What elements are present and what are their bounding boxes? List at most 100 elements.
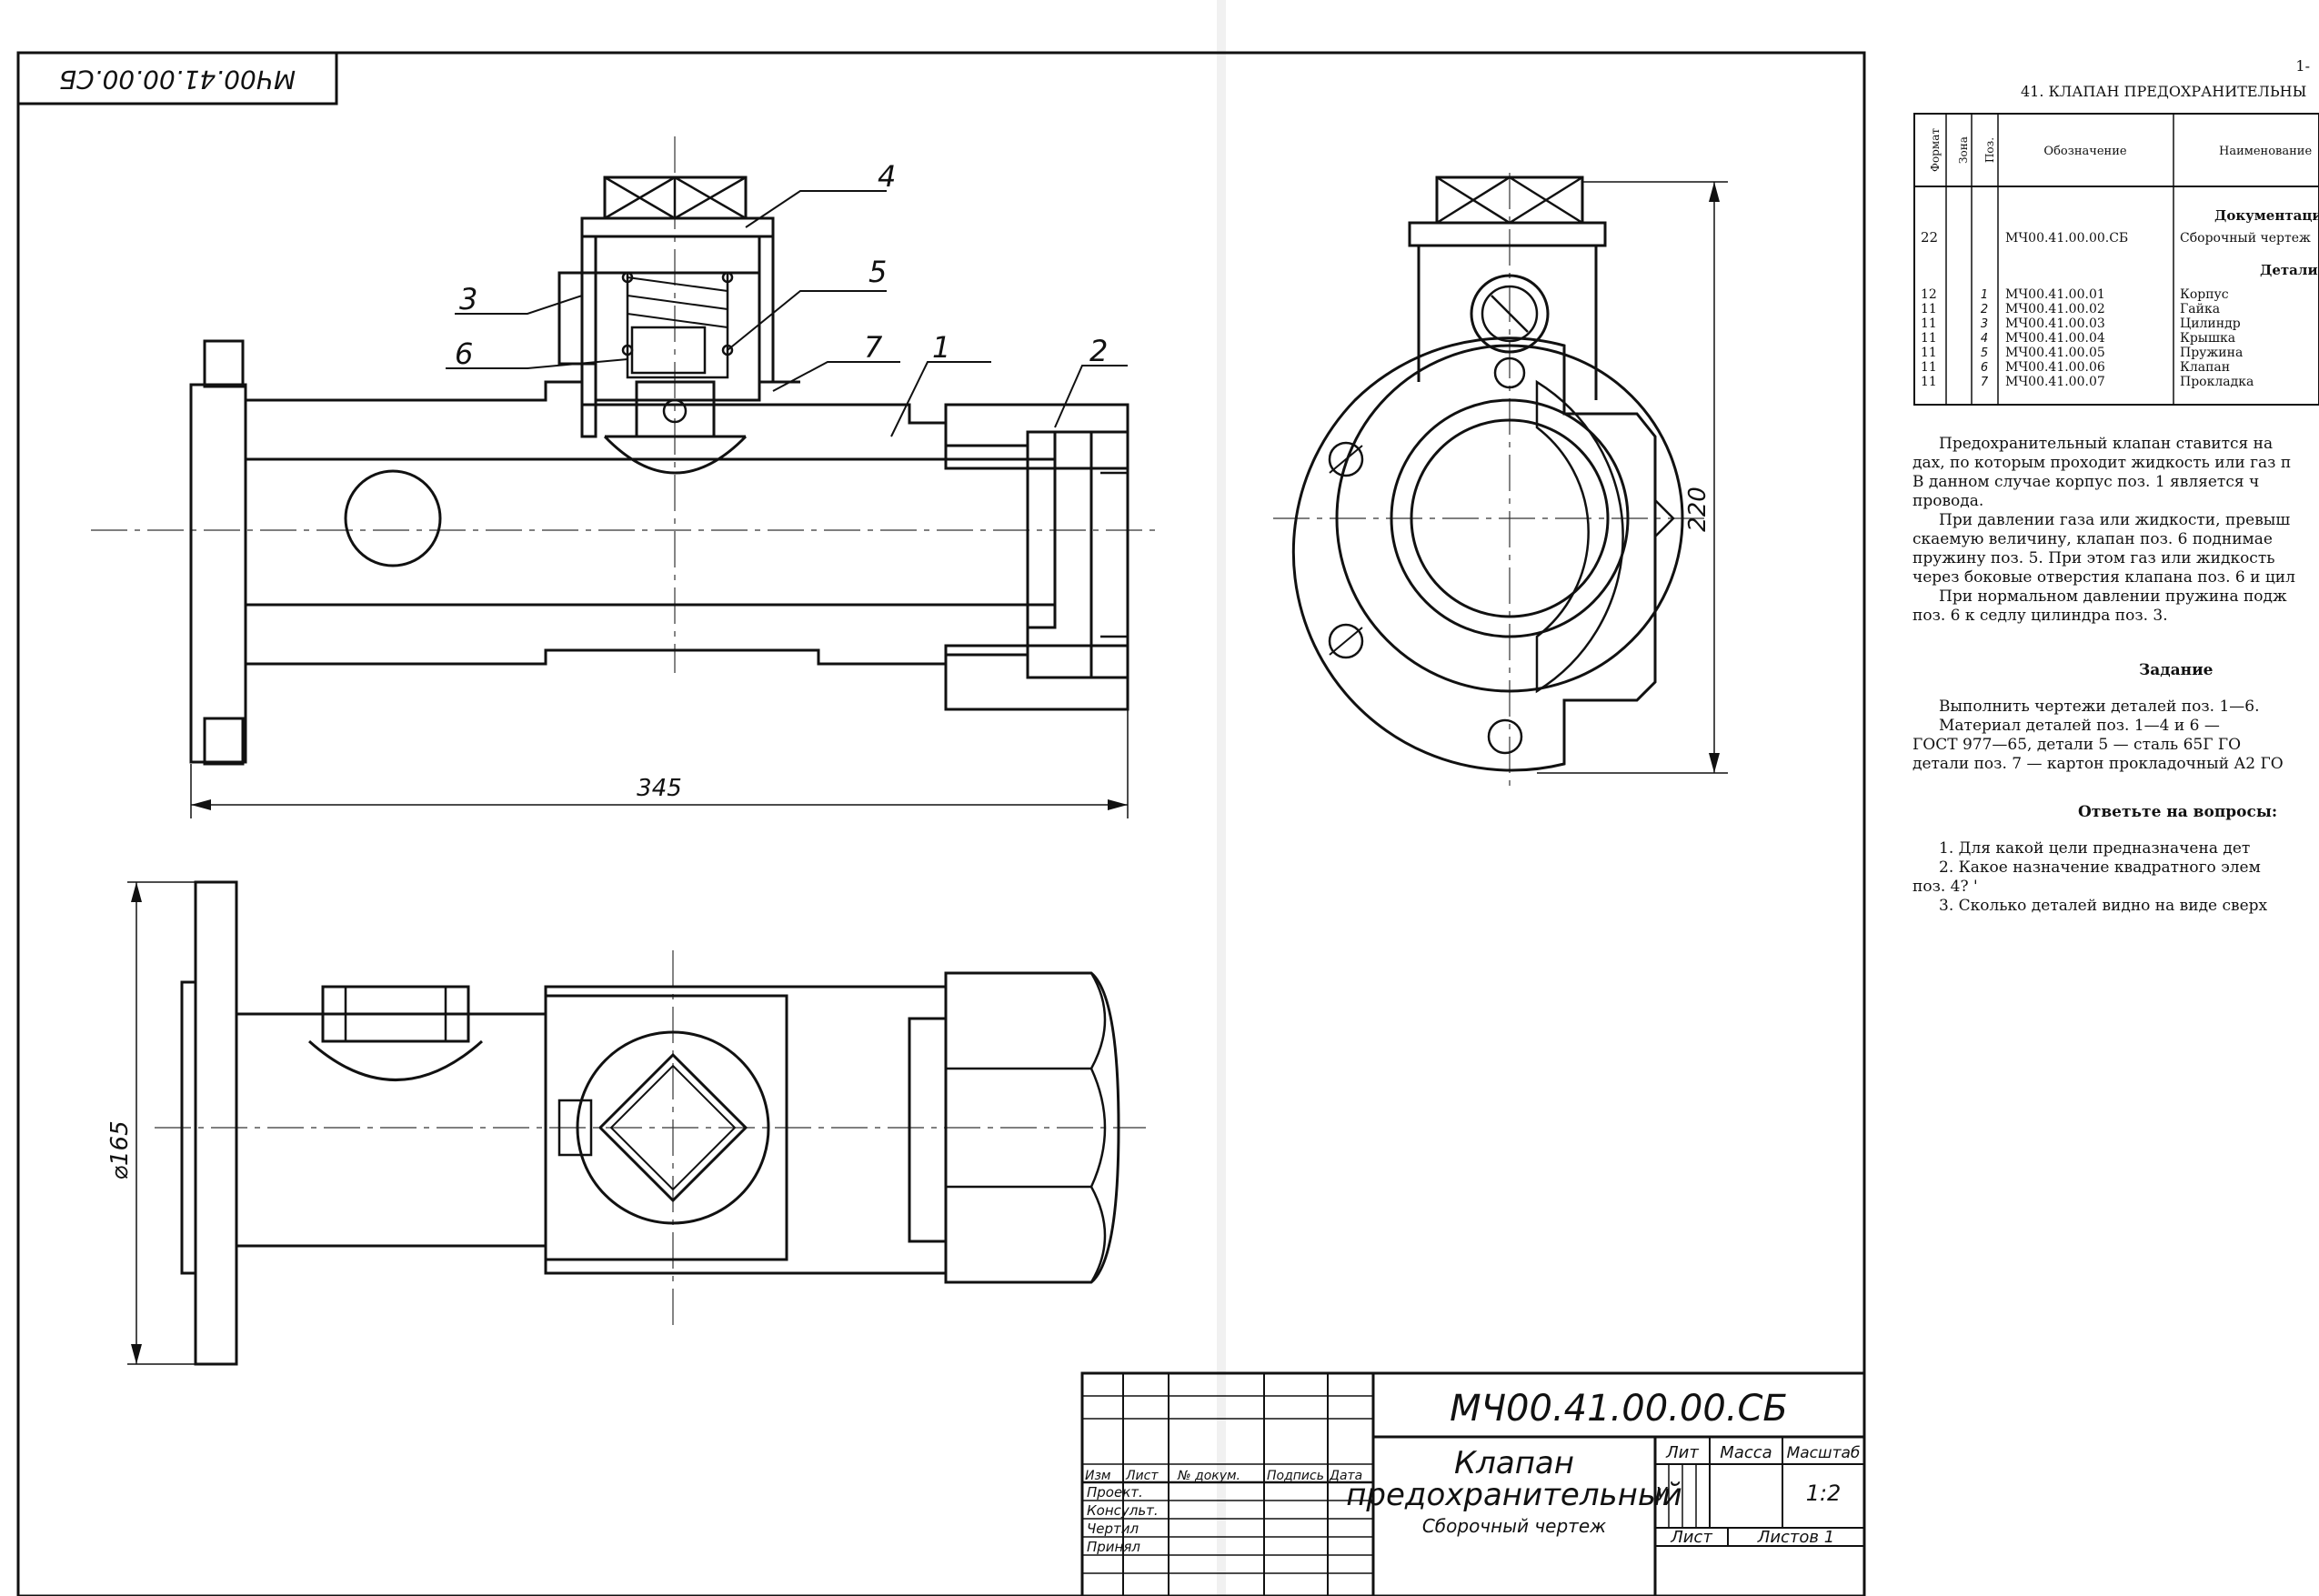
- diameter-dimension: ⌀165: [106, 1120, 134, 1179]
- text-line: ГОСТ 977—65, детали 5 — сталь 65Г ГО: [1912, 736, 2241, 754]
- spec-page: 1- 41. КЛАПАН ПРЕДОХРАНИТЕЛЬНЫ Формат Зо…: [1912, 57, 2319, 915]
- spec-rows: 12 1 МЧ00.41.00.01 Корпус 11 2 МЧ00.41.0…: [1921, 287, 2254, 389]
- page-mark: 1-: [2295, 57, 2310, 75]
- role-project: Проект.: [1087, 1484, 1143, 1501]
- row-format: 11: [1921, 302, 1937, 316]
- height-dimension: 220: [1684, 487, 1712, 532]
- table-row: 12 1 МЧ00.41.00.01 Корпус: [1921, 287, 2229, 302]
- title-line-3: Сборочный чертеж: [1422, 1515, 1606, 1537]
- row-name: Клапан: [2180, 360, 2230, 375]
- text-line: Выполнить чертежи деталей поз. 1—6.: [1939, 698, 2259, 716]
- col-name: Наименование: [2219, 145, 2312, 158]
- table-row: 11 6 МЧ00.41.00.06 Клапан: [1921, 360, 2230, 375]
- row-format: 11: [1921, 331, 1937, 346]
- hdr-list: Лист: [1125, 1469, 1159, 1483]
- row-name: Гайка: [2180, 302, 2220, 316]
- page-fold: [1217, 0, 1226, 1596]
- doc-row-designation: МЧ00.41.00.00.СБ: [2005, 231, 2128, 246]
- role-consult: Консульт.: [1087, 1502, 1159, 1519]
- description-paragraph-3: При нормальном давлении пружина подж поз…: [1912, 587, 2287, 625]
- row-pos: 4: [1981, 332, 1988, 346]
- title-line-2: предохранительный: [1346, 1477, 1682, 1513]
- text-line: через боковые отверстия клапана поз. 6 и…: [1912, 568, 2295, 587]
- pos-2-label: 2: [1089, 334, 1108, 368]
- list-item: 3. Сколько деталей видно на виде сверх: [1939, 897, 2268, 915]
- doc-row-name: Сборочный чертеж: [2180, 231, 2311, 246]
- mass-label: Масса: [1720, 1443, 1772, 1462]
- drawing-frame: МЧ00.41.00.00.СБ: [16, 51, 1866, 1596]
- task-heading: Задание: [2139, 661, 2214, 679]
- description-paragraph-2: При давлении газа или жидкости, превыш с…: [1912, 511, 2295, 587]
- text-line: детали поз. 7 — картон прокладочный А2 Г…: [1912, 755, 2284, 773]
- pos-5-label: 5: [868, 255, 887, 289]
- row-designation: МЧ00.41.00.05: [2005, 346, 2105, 360]
- table-row: 11 3 МЧ00.41.00.03 Цилиндр: [1921, 316, 2241, 331]
- title-block: МЧ00.41.00.00.СБ Клапан предохранительны…: [1080, 1371, 1866, 1596]
- row-name: Крышка: [2180, 331, 2235, 346]
- description-paragraph-1: Предохранительный клапан ставится на дах…: [1912, 435, 2291, 510]
- row-format: 12: [1921, 287, 1937, 302]
- title-line-1: Клапан: [1454, 1445, 1574, 1481]
- hdr-sign: Подпись: [1267, 1469, 1324, 1483]
- role-accepted: Принял: [1087, 1539, 1140, 1555]
- row-pos: 5: [1981, 346, 1988, 360]
- text-line: скаемую величину, клапан поз. 6 поднимае: [1912, 530, 2273, 548]
- top-view: ⌀165: [106, 880, 1146, 1366]
- lit-value: У: [1656, 1483, 1669, 1505]
- text-line: дах, по которым проходит жидкость или га…: [1912, 454, 2291, 472]
- col-format: Формат: [1929, 128, 1942, 172]
- spec-heading: 41. КЛАПАН ПРЕДОХРАНИТЕЛЬНЫ: [2021, 83, 2306, 100]
- table-row: 11 4 МЧ00.41.00.04 Крышка: [1921, 331, 2235, 346]
- scale-value: 1:2: [1806, 1481, 1842, 1506]
- sheet-label: Лист: [1670, 1528, 1712, 1547]
- list-item: поз. 4? ': [1912, 878, 1978, 896]
- scale-label: Масштаб: [1787, 1444, 1861, 1462]
- sheets-label: Листов 1: [1757, 1528, 1834, 1547]
- role-drew: Чертил: [1087, 1521, 1139, 1537]
- table-row: 11 5 МЧ00.41.00.05 Пружина: [1921, 346, 2243, 360]
- section-docs: Документация: [2214, 207, 2319, 224]
- row-designation: МЧ00.41.00.04: [2005, 331, 2105, 346]
- front-section-view: 4 3 5 6 7 1 2 345: [91, 136, 1155, 818]
- text-line: При давлении газа или жидкости, превыш: [1939, 511, 2290, 529]
- list-item: 1. Для какой цели предназначена дет: [1939, 839, 2250, 858]
- text-line: При нормальном давлении пружина подж: [1939, 587, 2287, 606]
- table-row: 11 7 МЧ00.41.00.07 Прокладка: [1921, 375, 2254, 389]
- list-item: 2. Какое назначение квадратного элем: [1939, 858, 2261, 877]
- section-parts: Детали: [2260, 262, 2318, 278]
- row-format: 11: [1921, 360, 1937, 375]
- row-designation: МЧ00.41.00.02: [2005, 302, 2105, 316]
- pos-6-label: 6: [455, 336, 473, 371]
- row-designation: МЧ00.41.00.07: [2005, 375, 2105, 389]
- row-name: Корпус: [2180, 287, 2229, 302]
- questions-heading: Ответьте на вопросы:: [2078, 803, 2277, 821]
- pos-4-label: 4: [878, 159, 896, 194]
- row-designation: МЧ00.41.00.06: [2005, 360, 2105, 375]
- text-line: Предохранительный клапан ставится на: [1939, 435, 2273, 453]
- hdr-date: Дата: [1329, 1469, 1362, 1483]
- pos-7-label: 7: [864, 330, 883, 365]
- table-row: 11 2 МЧ00.41.00.02 Гайка: [1921, 302, 2220, 316]
- doc-row-format: 22: [1921, 229, 1938, 246]
- pos-1-label: 1: [932, 330, 950, 365]
- text-line: провода.: [1912, 492, 1983, 510]
- row-format: 11: [1921, 346, 1937, 360]
- questions-list: 1. Для какой цели предназначена дет 2. К…: [1912, 839, 2268, 915]
- row-pos: 6: [1981, 361, 1988, 375]
- text-line: поз. 6 к седлу цилиндра поз. 3.: [1912, 607, 2168, 625]
- lit-label: Лит: [1665, 1443, 1699, 1462]
- row-name: Цилиндр: [2180, 316, 2241, 331]
- side-view: 220: [1273, 173, 1728, 791]
- row-pos: 1: [1981, 288, 1988, 302]
- col-designation: Обозначение: [2043, 145, 2126, 158]
- length-dimension: 345: [637, 775, 682, 802]
- text-line: пружину поз. 5. При этом газ или жидкост…: [1912, 549, 2274, 567]
- row-name: Пружина: [2180, 346, 2243, 360]
- hdr-doc: № докум.: [1177, 1469, 1240, 1483]
- text-line: В данном случае корпус поз. 1 является ч: [1912, 473, 2259, 491]
- row-pos: 7: [1981, 376, 1989, 389]
- row-pos: 2: [1981, 303, 1988, 316]
- col-pos: Поз.: [1983, 137, 1996, 163]
- row-designation: МЧ00.41.00.03: [2005, 316, 2105, 331]
